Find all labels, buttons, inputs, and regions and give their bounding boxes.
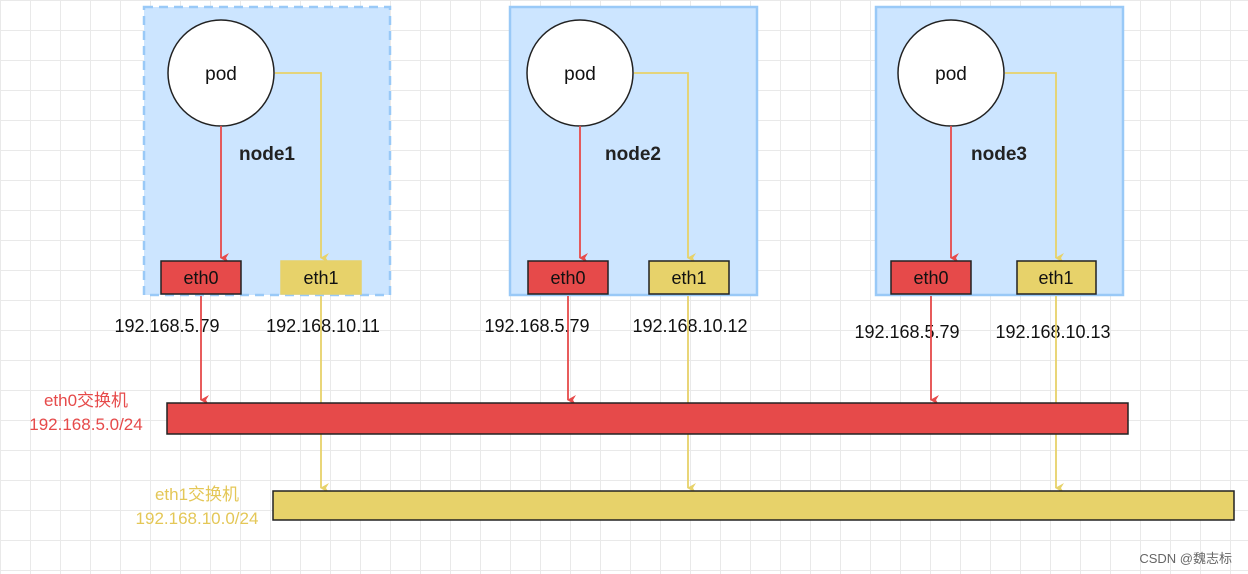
eth0-label: eth0: [183, 268, 218, 288]
eth0-interface: [160, 260, 242, 295]
eth1-interface: [648, 260, 730, 295]
eth0-interface: [890, 260, 972, 295]
eth1-switch-subnet: 192.168.10.0/24: [136, 509, 259, 528]
pod-to-eth1-arrow: [1005, 72, 1064, 263]
eth1-switch-name: eth1交换机: [155, 485, 239, 504]
pod-label: pod: [564, 64, 596, 85]
eth1-label: eth1: [1038, 268, 1073, 288]
csdn-watermark: CSDN @魏志标: [1139, 551, 1232, 566]
node-label: node3: [971, 144, 1027, 165]
eth1-switch-bar: [272, 490, 1235, 521]
eth1-ip: 192.168.10.11: [266, 316, 380, 336]
node-group-2: pod node2 eth0 eth1 192.168.5.79 192.168…: [484, 5, 759, 493]
eth0-ip: 192.168.5.79: [114, 316, 219, 336]
eth0-ip: 192.168.5.79: [484, 316, 589, 336]
eth1-ip: 192.168.10.12: [632, 316, 747, 336]
pod-to-eth1-arrow: [275, 72, 329, 263]
pod-label: pod: [205, 64, 237, 85]
eth0-switch-subnet: 192.168.5.0/24: [29, 415, 142, 434]
eth0-switch-name: eth0交换机: [44, 391, 128, 410]
eth1-switch-group: eth1交换机 192.168.10.0/24: [136, 485, 1235, 528]
pod-label: pod: [935, 64, 967, 85]
eth0-switch-group: eth0交换机 192.168.5.0/24: [29, 391, 1129, 435]
pod-to-eth1-arrow: [634, 72, 696, 263]
node-group-3: pod node3 eth0 eth1 192.168.5.79 192.168…: [854, 5, 1125, 493]
node-label: node2: [605, 144, 661, 165]
eth1-interface: [280, 260, 362, 295]
eth0-label: eth0: [913, 268, 948, 288]
eth1-label: eth1: [303, 268, 338, 288]
eth1-interface: [1016, 260, 1097, 295]
eth0-label: eth0: [550, 268, 585, 288]
eth1-label: eth1: [671, 268, 706, 288]
eth0-ip: 192.168.5.79: [854, 322, 959, 342]
eth1-ip: 192.168.10.13: [995, 322, 1110, 342]
eth0-interface: [527, 260, 609, 295]
node-label: node1: [239, 144, 295, 165]
eth0-switch-bar: [166, 402, 1129, 435]
node-group-1: pod node1 eth0 eth1 192.168.5.79 192.168…: [114, 5, 392, 493]
